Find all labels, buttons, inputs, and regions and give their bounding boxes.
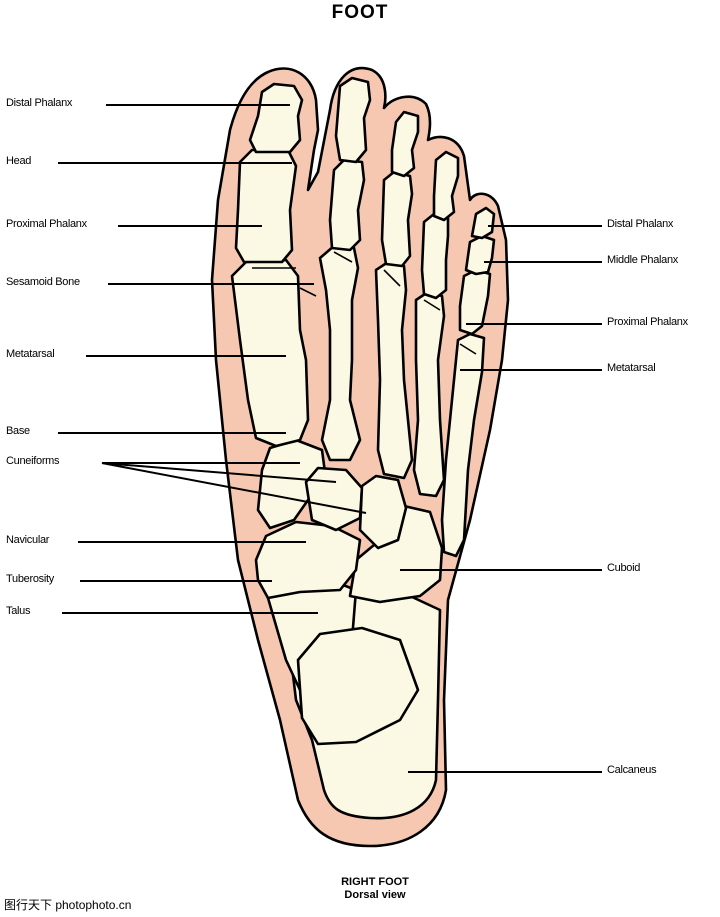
caption-line-1: RIGHT FOOT [341,876,409,888]
label-middle-phalanx: Middle Phalanx [607,254,679,266]
proximal-phalanx-1 [234,148,298,264]
label-cuboid: Cuboid [607,562,641,574]
caption-line-2: Dorsal view [344,889,406,901]
distal-phalanx-3 [390,110,420,178]
metatarsal-4 [412,290,446,498]
cuboid-bone [348,504,444,604]
label-head: Head [6,155,32,167]
label-calcaneus: Calcaneus [607,764,657,776]
intermediate-cuneiform [304,466,364,532]
label-distal-phalanx-left: Distal Phalanx [6,97,73,109]
metatarsal-3 [374,260,414,480]
sesamoid-mark [252,267,317,297]
proximal-phalanx-3 [380,170,414,268]
metatarsal-1 [230,258,310,448]
proximal-phalanx-4 [420,212,450,300]
distal-phalanx-1 [248,82,304,154]
metatarsal-2 [318,244,362,462]
label-sesamoid-bone: Sesamoid Bone [6,276,80,288]
label-proximal-phalanx-left: Proximal Phalanx [6,218,87,230]
joint-mark-3 [383,269,401,287]
label-tuberosity: Tuberosity [6,573,54,585]
joint-mark-4 [423,299,441,311]
joint-mark-2 [333,251,353,263]
watermark-text: 图行天下 photophoto.cn [4,898,132,912]
label-distal-phalanx-right: Distal Phalanx [607,218,674,230]
label-base: Base [6,425,30,437]
lateral-cuneiform [358,474,408,550]
label-talus: Talus [6,605,31,617]
label-proximal-phalanx-right: Proximal Phalanx [607,316,688,328]
middle-phalanx-5 [464,234,496,276]
proximal-phalanx-2 [328,158,366,252]
talus-head [296,626,420,746]
distal-phalanx-4 [432,150,460,222]
label-metatarsal-left: Metatarsal [6,348,55,360]
label-metatarsal-right: Metatarsal [607,362,656,374]
leader-lines-left [58,104,367,614]
diagram-title: FOOT [331,2,389,23]
distal-phalanx-5 [470,206,496,240]
label-cuneiforms: Cuneiforms [6,455,60,467]
view-caption: RIGHT FOOT Dorsal view [300,876,450,902]
joint-mark-5 [459,343,477,355]
label-navicular: Navicular [6,534,50,546]
metatarsal-5 [440,332,486,558]
leader-lines-right [400,225,602,773]
distal-phalanx-2 [334,76,372,164]
